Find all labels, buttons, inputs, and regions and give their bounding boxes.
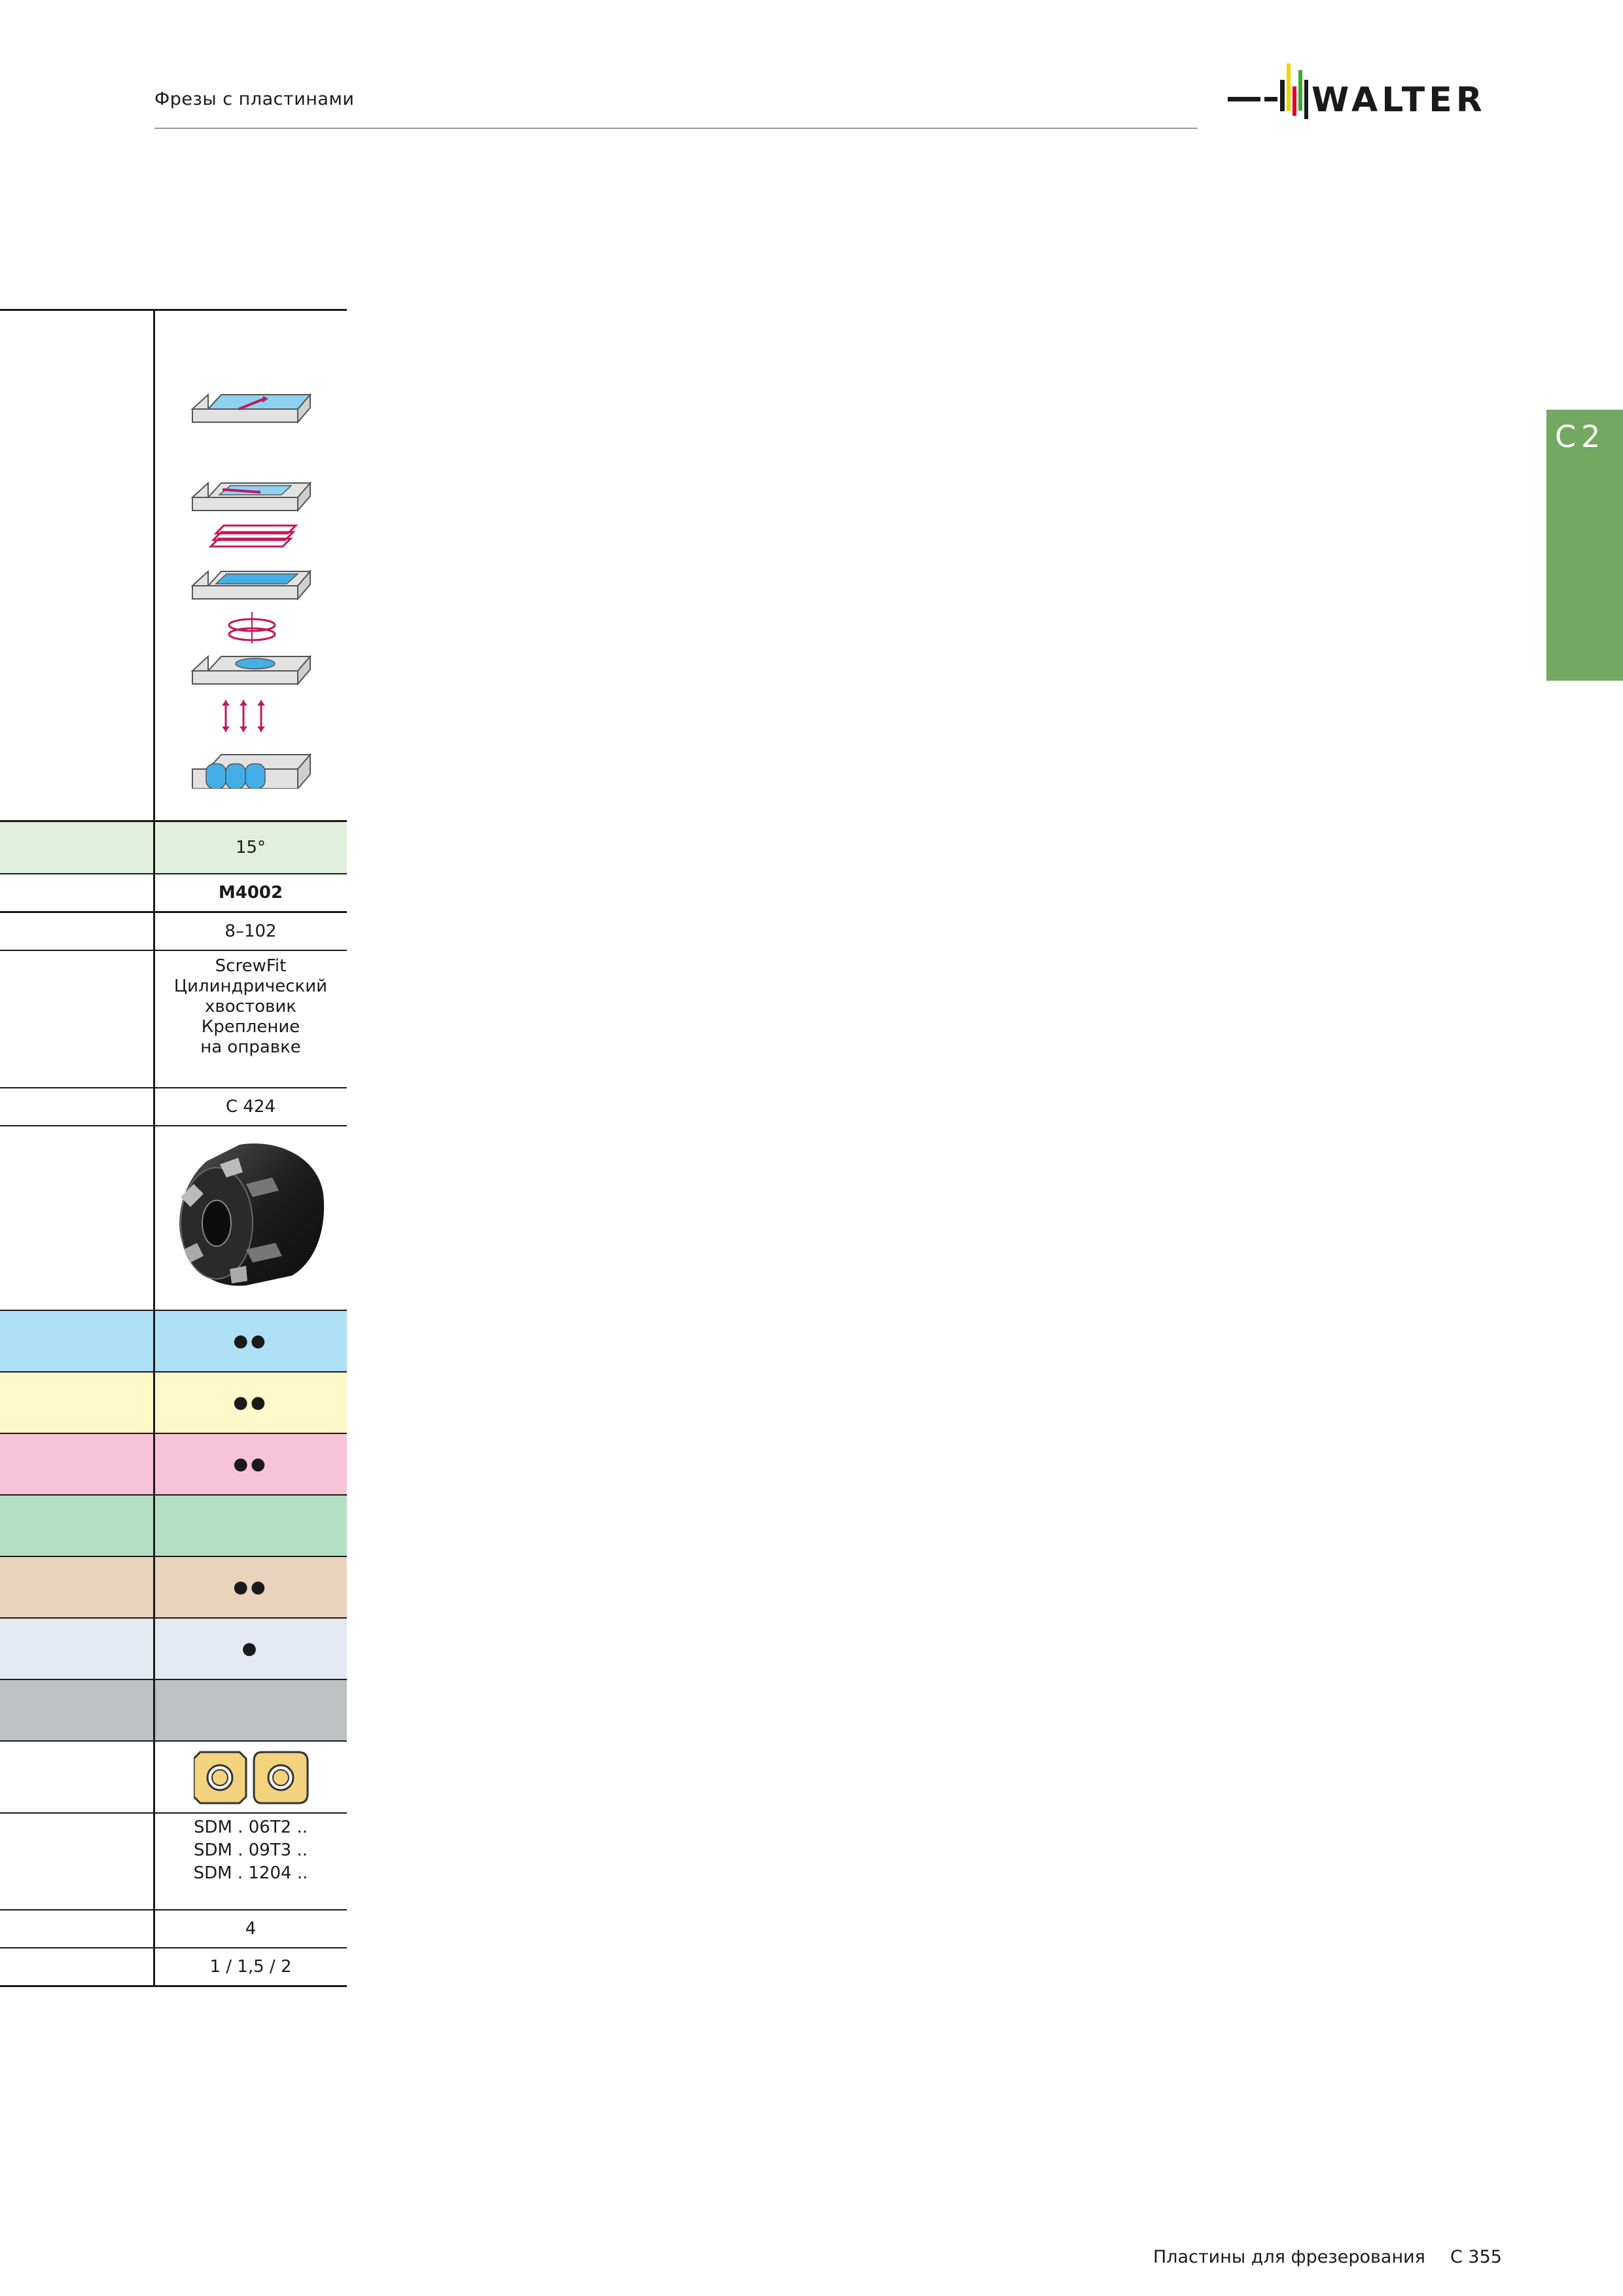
product-table: 15° M4002 8–102 ScrewFit Цилиндрический …	[0, 0, 347, 2029]
operations-row	[0, 311, 347, 820]
clamping-line: хвостовик	[205, 997, 296, 1016]
header-divider	[154, 128, 1198, 129]
plunge-milling-icon	[222, 700, 265, 732]
insert-designation: SDM . 1204 ..	[193, 1863, 308, 1883]
diameter-range: 8–102	[224, 921, 277, 941]
footer-page-number: C 355	[1450, 2247, 1502, 2267]
tool-image-row	[0, 1126, 347, 1310]
header-title: Фрезы с пластинами	[154, 89, 355, 109]
insert-designation-row: SDM . 06T2 .. SDM . 09T3 .. SDM . 1204 .…	[0, 1814, 347, 1909]
material-rating	[154, 1496, 347, 1556]
svg-text:WALTER: WALTER	[1311, 81, 1486, 120]
chapter-tab-label: C2	[1555, 419, 1606, 454]
tool-type-value: M4002	[218, 882, 283, 903]
insert-image-row	[0, 1742, 347, 1812]
clamping-line: Крепление	[201, 1017, 300, 1037]
walter-logo: WALTER	[1228, 63, 1486, 120]
insert-designation: SDM . 06T2 ..	[193, 1818, 308, 1837]
insert-designation: SDM . 09T3 ..	[193, 1840, 308, 1860]
material-rating: ●●	[233, 1577, 268, 1597]
cutting-edges-row: 4	[0, 1910, 347, 1947]
diameter-row: 8–102	[0, 913, 347, 950]
material-row-s: ●●	[0, 1557, 347, 1617]
operations-icons	[190, 393, 312, 789]
face-milling-icon	[190, 393, 312, 424]
pocket-milling-icon	[190, 481, 312, 512]
insert-designations: SDM . 06T2 .. SDM . 09T3 .. SDM . 1204 .…	[154, 1814, 347, 1909]
material-rating: ●●	[233, 1454, 268, 1474]
tool-type-row: M4002	[0, 874, 347, 911]
material-row-h: ●	[0, 1619, 347, 1679]
table-column-divider	[153, 309, 155, 1987]
material-row-m: ●●	[0, 1372, 347, 1433]
page-ref-row: C 424	[0, 1088, 347, 1125]
material-rating	[154, 1680, 347, 1740]
material-rating: ●●	[233, 1331, 268, 1351]
cutting-edges-value: 4	[245, 1918, 257, 1939]
page-reference: C 424	[225, 1096, 276, 1117]
footer-section-title: Пластины для фрезерования	[1153, 2247, 1425, 2267]
angle-row: 15°	[0, 822, 347, 873]
material-row-o	[0, 1680, 347, 1740]
material-rating: ●	[241, 1638, 260, 1659]
helical-interpolation-icon	[228, 612, 276, 643]
milling-cutter-image	[179, 1143, 325, 1286]
clamping-line: ScrewFit	[215, 956, 287, 976]
ramping-icon	[208, 524, 298, 548]
insert-icon	[194, 1751, 309, 1804]
ap-values: 1 / 1,5 / 2	[209, 1956, 292, 1977]
clamping-types: ScrewFit Цилиндрический хвостовик Крепле…	[154, 951, 347, 1087]
chapter-tab	[1546, 410, 1623, 681]
material-row-p: ●●	[0, 1311, 347, 1371]
material-row-n	[0, 1496, 347, 1556]
angle-value: 15°	[235, 837, 266, 857]
ap-values-row: 1 / 1,5 / 2	[0, 1948, 347, 1985]
clamping-line: Цилиндрический	[173, 977, 328, 996]
material-rating: ●●	[233, 1392, 268, 1412]
clamping-line: на оправке	[200, 1037, 301, 1057]
material-row-k: ●●	[0, 1434, 347, 1494]
clamping-row: ScrewFit Цилиндрический хвостовик Крепле…	[0, 951, 347, 1087]
